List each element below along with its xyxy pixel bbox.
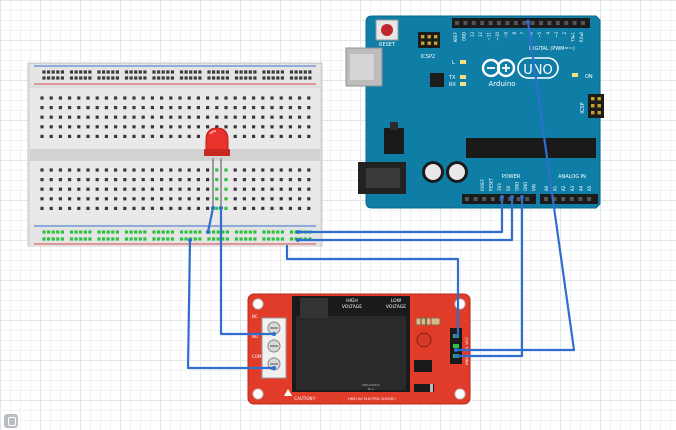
digital-pin-label: 12 — [478, 32, 483, 38]
digital-pin-label: AREF — [453, 31, 458, 42]
usb-chip — [430, 73, 444, 87]
breadboard-holes-top — [40, 96, 311, 138]
digital-pin-label: GND — [461, 32, 466, 41]
relay-status-led — [416, 332, 432, 348]
wires — [186, 20, 576, 370]
digital-pin-label: ~10 — [495, 32, 500, 41]
icsp2-header — [418, 32, 440, 48]
analog-pin-label: A5 — [587, 185, 592, 191]
power-label: POWER — [502, 174, 521, 180]
transistor — [414, 360, 432, 372]
reset-label: RESET — [379, 42, 396, 48]
low-voltage-label-2: VOLTAGE — [386, 304, 406, 310]
analog-pin-label: A0 — [544, 185, 549, 191]
wire-rail-to-relay-com[interactable] — [186, 238, 276, 370]
digital-pin-label: 7 — [520, 32, 525, 35]
power-pin-label: 5V — [506, 185, 511, 191]
resistor — [415, 317, 441, 326]
digital-pin-label: 8 — [512, 32, 517, 35]
relay-pin-label: GND — [465, 357, 469, 365]
breadboard-top-rail — [42, 70, 312, 80]
zoom-icon[interactable] — [4, 414, 18, 428]
wire-gnd-to-relay-gnd[interactable] — [454, 195, 524, 358]
digital-pin-label: ~6 — [529, 32, 534, 38]
wire-rail-to-5v[interactable] — [296, 195, 504, 234]
power-pin-label: GND — [523, 182, 528, 191]
breadboard[interactable] — [27, 62, 323, 247]
power-header — [462, 194, 536, 204]
wire-led-to-bottom-rail[interactable] — [206, 206, 215, 234]
digital-pin-label: ~11 — [487, 32, 492, 41]
digital-pin-label: ~5 — [537, 32, 542, 38]
digital-pin-label: RX◂0 — [579, 32, 584, 43]
uno-wordmark: UNO — [523, 63, 552, 78]
l-led — [460, 60, 466, 64]
analog-label: ANALOG IN — [558, 174, 586, 180]
icsp-label: ICSP — [580, 102, 586, 113]
power-pin-label: IOREF — [480, 178, 485, 191]
analog-pin-label: A3 — [570, 185, 575, 191]
power-pin-label: VIN — [532, 184, 537, 191]
digital-pin-label: 2 — [562, 32, 567, 35]
on-label: ON — [585, 74, 593, 80]
rx-label: RX — [449, 82, 456, 88]
digital-pin-label: ~9 — [503, 32, 508, 38]
warning-icon — [284, 389, 292, 396]
power-pin-label: RESET — [489, 178, 494, 191]
breadboard-holes-bottom — [40, 168, 311, 210]
arduino-logo — [481, 57, 559, 79]
digital-pin-label: 13 — [470, 32, 475, 38]
diode — [414, 384, 434, 392]
icsp-header — [588, 94, 604, 118]
low-voltage-label-1: LOW — [391, 298, 402, 304]
analog-pin-label: A4 — [578, 185, 583, 191]
arduino-wordmark: Arduino — [488, 80, 515, 88]
digital-label: DIGITAL (PWM=~) — [529, 46, 575, 52]
breadboard-center-channel — [30, 149, 320, 161]
power-pin-label: 3V3 — [497, 183, 502, 191]
on-led — [572, 73, 578, 77]
relay-module[interactable]: HIGH VOLTAGE LOW VOLTAGE SRD-05VDC SL-C … — [247, 293, 471, 405]
high-voltage-label-2: VOLTAGE — [342, 304, 362, 310]
relay-model-2: SL-C — [368, 387, 375, 391]
relay-pin-label: VCC — [465, 337, 469, 345]
red-led[interactable] — [204, 127, 230, 208]
relay-pin-label: IN — [465, 347, 469, 351]
tx-led — [460, 75, 466, 79]
atmega-chip — [466, 138, 596, 158]
wire-led-to-relay-no[interactable] — [219, 206, 276, 336]
digital-header — [452, 18, 590, 28]
relay-terminal-label: NC — [252, 314, 258, 319]
voltage-regulator — [384, 128, 404, 154]
wire-pin7-to-relay-in[interactable] — [454, 20, 576, 352]
analog-header — [540, 194, 598, 204]
rx-led — [460, 82, 466, 86]
digital-pin-label: ~3 — [554, 32, 559, 38]
caution-label: CAUTION!! — [294, 396, 315, 401]
digital-pin-label: TX▸1 — [571, 32, 576, 43]
icsp2-label: ICSP2 — [421, 54, 435, 60]
analog-pin-label: A2 — [561, 185, 566, 191]
power-pin-label: GND — [514, 182, 519, 191]
l-label: L — [452, 60, 455, 66]
wire-rail-to-gnd[interactable] — [296, 195, 514, 242]
high-voltage-label-1: HIGH — [346, 298, 358, 304]
analog-pin-label: A1 — [553, 185, 558, 191]
relay-model-1: SRD-05VDC — [362, 383, 380, 387]
relay-terminal-label: COM — [252, 354, 262, 359]
shock-warning-label: HIGH HV ELECTRIC SHOCK!! — [348, 397, 396, 401]
digital-pin-label: 4 — [545, 32, 550, 35]
tx-label: TX — [448, 75, 456, 81]
relay-terminal-label: NO — [252, 334, 258, 339]
